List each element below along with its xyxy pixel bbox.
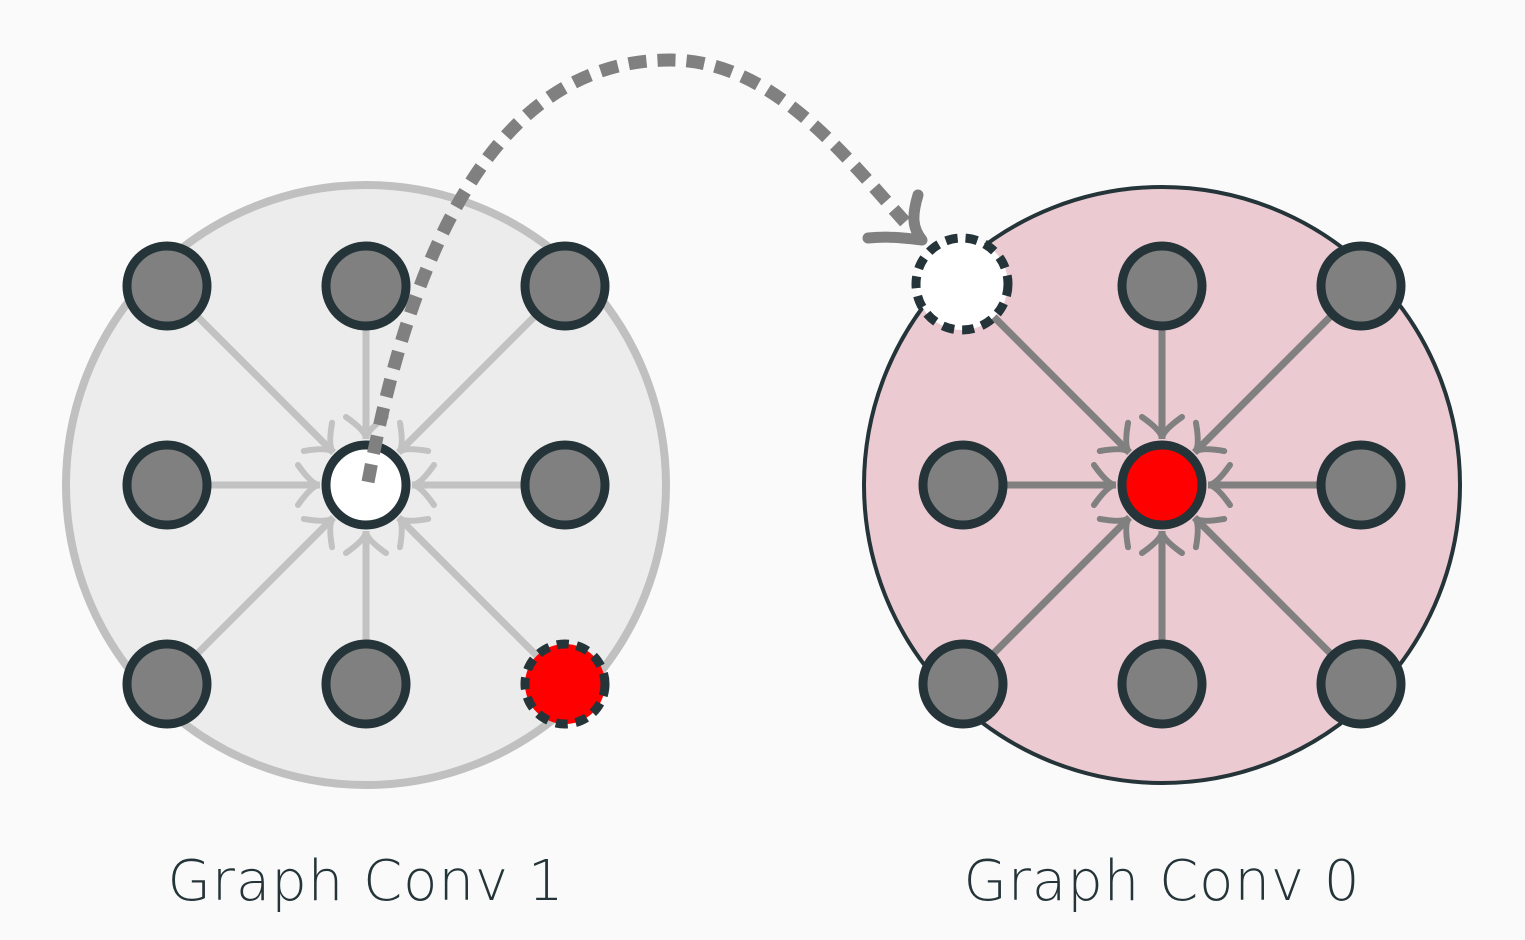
right-panel-label: Graph Conv 0 xyxy=(964,849,1361,914)
right-neighbor-node xyxy=(1316,241,1406,331)
left-neighbor-node xyxy=(321,241,411,331)
right-edge-6-arrowhead xyxy=(1096,515,1132,551)
left-edge-8-arrowhead xyxy=(396,515,432,551)
right-neighbor-node xyxy=(1117,639,1207,729)
left-panel-nodes xyxy=(122,241,610,729)
right-center-node xyxy=(1117,440,1207,530)
right-highlighted-neighbor-node xyxy=(911,233,1013,335)
left-highlighted-neighbor-node xyxy=(520,639,610,729)
left-edge-5-arrowhead xyxy=(411,462,437,508)
skip-connection xyxy=(361,53,928,484)
right-edge-4-arrowhead xyxy=(1091,462,1117,508)
left-edge-2-arrowhead xyxy=(343,414,389,440)
right-neighbor-node xyxy=(1316,639,1406,729)
left-center-node xyxy=(321,440,411,530)
left-neighbor-node xyxy=(520,241,610,331)
skip-connection-dotted-curve xyxy=(361,53,910,484)
left-neighbor-node xyxy=(122,639,212,729)
right-neighbor-node xyxy=(918,440,1008,530)
skip-connection-arrowhead xyxy=(862,189,928,246)
right-neighbor-node xyxy=(918,639,1008,729)
right-neighbor-node xyxy=(1316,440,1406,530)
left-edge-1-arrowhead xyxy=(300,419,336,455)
right-panel xyxy=(862,185,1462,785)
left-edge-6-arrowhead xyxy=(300,515,336,551)
right-edge-8-arrowhead xyxy=(1192,515,1228,551)
left-panel-label: Graph Conv 1 xyxy=(168,849,565,914)
right-neighbor-node xyxy=(1117,241,1207,331)
left-panel xyxy=(62,181,670,789)
left-neighbor-node xyxy=(321,639,411,729)
right-edge-7-arrowhead xyxy=(1139,530,1185,556)
right-edge-5-arrowhead xyxy=(1207,462,1233,508)
right-edge-1-arrowhead xyxy=(1096,419,1132,455)
left-neighbor-node xyxy=(520,440,610,530)
right-edge-2-arrowhead xyxy=(1139,414,1185,440)
right-edge-3-arrowhead xyxy=(1192,419,1228,455)
right-panel-nodes xyxy=(911,233,1406,729)
left-edge-4-arrowhead xyxy=(295,462,321,508)
left-edge-3-arrowhead xyxy=(396,419,432,455)
left-edge-7-arrowhead xyxy=(343,530,389,556)
left-neighbor-node xyxy=(122,241,212,331)
left-neighbor-node xyxy=(122,440,212,530)
